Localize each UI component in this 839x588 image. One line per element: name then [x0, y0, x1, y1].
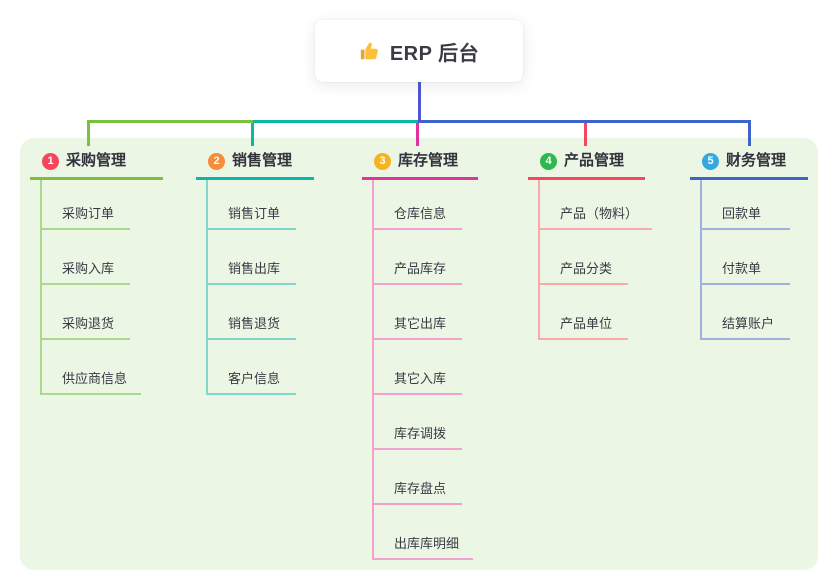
branch-title[interactable]: 4 产品管理: [528, 146, 645, 180]
child-node[interactable]: 产品（物料）: [540, 180, 653, 230]
child-node-label: 采购订单: [62, 206, 115, 221]
child-node[interactable]: 回款单: [702, 180, 790, 230]
child-node-label: 销售出库: [228, 261, 281, 276]
child-node-label: 仓库信息: [394, 206, 447, 221]
child-node-label: 产品单位: [560, 316, 613, 331]
child-node[interactable]: 销售退货: [208, 285, 296, 340]
branch-number-badge: 2: [208, 152, 225, 170]
child-node-label: 其它入库: [394, 371, 447, 386]
branch-product: 4 产品管理 产品（物料） 产品分类 产品单位: [528, 146, 653, 340]
child-node[interactable]: 采购入库: [42, 230, 130, 285]
branches-panel: [20, 138, 818, 570]
branch-title[interactable]: 5 财务管理: [690, 146, 808, 180]
branch-inventory: 3 库存管理 仓库信息 产品库存 其它出库 其它入库 库存调拨 库存盘点 出库库…: [362, 146, 478, 560]
root-node[interactable]: ERP 后台: [315, 20, 523, 82]
branch-title-label: 库存管理: [398, 152, 459, 169]
child-node-label: 销售订单: [228, 206, 281, 221]
child-node[interactable]: 产品单位: [540, 285, 628, 340]
child-node-label: 回款单: [722, 206, 762, 221]
child-node[interactable]: 结算账户: [702, 285, 790, 340]
child-node-label: 付款单: [722, 261, 762, 276]
child-node[interactable]: 库存盘点: [374, 450, 462, 505]
child-node[interactable]: 其它出库: [374, 285, 462, 340]
branch-title[interactable]: 1 采购管理: [30, 146, 163, 180]
child-node-label: 供应商信息: [62, 371, 128, 386]
branch-children: 销售订单 销售出库 销售退货 客户信息: [206, 180, 314, 395]
root-node-label: ERP 后台: [389, 42, 480, 65]
branch-number-badge: 3: [374, 152, 391, 170]
child-node[interactable]: 付款单: [702, 230, 790, 285]
child-node[interactable]: 销售订单: [208, 180, 296, 230]
child-node-label: 产品分类: [560, 261, 613, 276]
child-node-label: 销售退货: [228, 316, 281, 331]
child-node-label: 产品库存: [394, 261, 447, 276]
child-node[interactable]: 采购订单: [42, 180, 130, 230]
child-node[interactable]: 产品库存: [374, 230, 462, 285]
branch-title-label: 财务管理: [726, 152, 787, 169]
child-node[interactable]: 仓库信息: [374, 180, 462, 230]
branch-title[interactable]: 2 销售管理: [196, 146, 314, 180]
child-node-label: 其它出库: [394, 316, 447, 331]
child-node[interactable]: 销售出库: [208, 230, 296, 285]
thumbs-up-icon: [360, 42, 378, 60]
child-node[interactable]: 供应商信息: [42, 340, 142, 395]
branch-number-badge: 4: [540, 152, 557, 170]
child-node-label: 采购退货: [62, 316, 115, 331]
branch-children: 仓库信息 产品库存 其它出库 其它入库 库存调拨 库存盘点 出库库明细: [372, 180, 478, 560]
child-node-label: 库存盘点: [394, 481, 447, 496]
branch-purchase: 1 采购管理 采购订单 采购入库 采购退货 供应商信息: [30, 146, 163, 395]
branch-children: 采购订单 采购入库 采购退货 供应商信息: [40, 180, 163, 395]
child-node[interactable]: 其它入库: [374, 340, 462, 395]
branch-number-badge: 1: [42, 152, 59, 170]
child-node[interactable]: 采购退货: [42, 285, 130, 340]
child-node-label: 客户信息: [228, 371, 281, 386]
child-node-label: 结算账户: [722, 316, 775, 331]
branch-title[interactable]: 3 库存管理: [362, 146, 478, 180]
child-node[interactable]: 库存调拨: [374, 395, 462, 450]
child-node[interactable]: 出库库明细: [374, 505, 474, 560]
child-node-label: 库存调拨: [394, 426, 447, 441]
branch-title-label: 销售管理: [232, 152, 293, 169]
child-node[interactable]: 产品分类: [540, 230, 628, 285]
branch-finance: 5 财务管理 回款单 付款单 结算账户: [690, 146, 808, 340]
child-node-label: 产品（物料）: [560, 206, 639, 221]
branch-title-label: 采购管理: [66, 152, 127, 169]
child-node-label: 采购入库: [62, 261, 115, 276]
branch-children: 回款单 付款单 结算账户: [700, 180, 808, 340]
branch-children: 产品（物料） 产品分类 产品单位: [538, 180, 653, 340]
branch-number-badge: 5: [702, 152, 719, 170]
branch-sales: 2 销售管理 销售订单 销售出库 销售退货 客户信息: [196, 146, 314, 395]
branch-title-label: 产品管理: [564, 152, 625, 169]
child-node-label: 出库库明细: [394, 536, 460, 551]
child-node[interactable]: 客户信息: [208, 340, 296, 395]
